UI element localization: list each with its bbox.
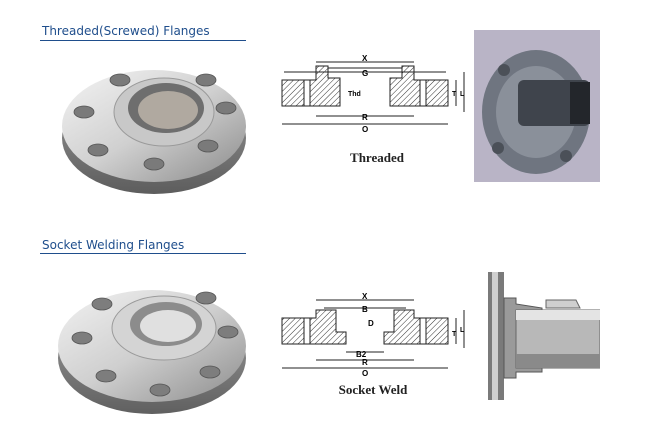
dim-r: R	[362, 113, 368, 122]
dim-x: X	[362, 292, 368, 301]
threaded-flange-photo	[62, 70, 246, 194]
threaded-title-rule	[40, 40, 246, 41]
dim-o: O	[362, 369, 368, 378]
dim-o: O	[362, 125, 368, 134]
dim-t: T	[452, 91, 457, 98]
threaded-section-title: Threaded(Screwed) Flanges	[42, 24, 210, 38]
socket-weld-title-rule	[40, 253, 246, 254]
dim-t: T	[452, 331, 457, 338]
dim-g: G	[362, 69, 368, 78]
socket-weld-section-title: Socket Welding Flanges	[42, 238, 185, 252]
dim-r: R	[362, 358, 368, 367]
dim-thd: Thd	[348, 91, 361, 98]
dim-d: D	[368, 319, 374, 328]
threaded-pipe-fitting-photo	[474, 30, 600, 182]
socket-weld-flange-photo	[58, 290, 246, 414]
threaded-flange-diagram: X G Thd R O T L	[281, 54, 465, 134]
dim-l: L	[460, 91, 465, 98]
socket-weld-pipe-fitting-photo	[488, 272, 600, 400]
dim-l: L	[460, 327, 465, 334]
dim-b2: B2	[356, 350, 367, 359]
socket-weld-caption: Socket Weld	[338, 382, 408, 397]
socket-weld-flange-diagram: X B D B2 R O T L	[281, 292, 465, 378]
threaded-caption: Threaded	[350, 150, 404, 165]
dim-b: B	[362, 305, 368, 314]
dim-x: X	[362, 54, 368, 63]
